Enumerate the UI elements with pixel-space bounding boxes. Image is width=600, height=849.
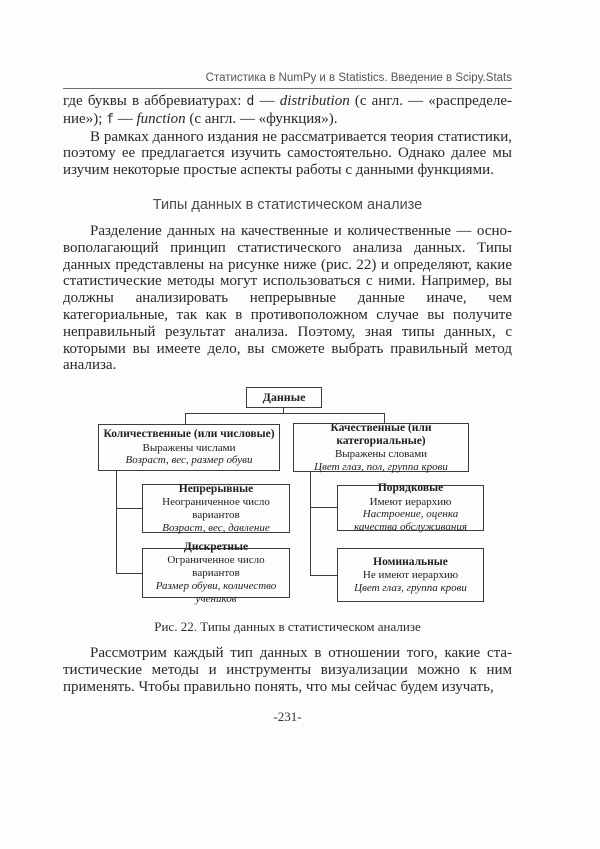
diagram-node-quantitative: Количественные (или числовые) Выражены ч… bbox=[98, 424, 280, 472]
figure-caption: Рис. 22. Типы данных в статистическом ан… bbox=[154, 619, 421, 635]
node-description: Выражены словами bbox=[334, 448, 428, 461]
section-title: Типы данных в статистическом анализе bbox=[152, 196, 423, 213]
connector-line bbox=[185, 413, 385, 415]
node-title: Данные bbox=[262, 389, 306, 404]
paragraph-theory: В рамках данного издания не рассматривае… bbox=[63, 128, 512, 179]
text-run: — bbox=[113, 110, 137, 127]
diagram-node-data: Данные bbox=[246, 387, 322, 409]
node-examples: Настроение, оценка качества обслуживания bbox=[354, 508, 467, 534]
paragraph-abbreviations: где буквы в аббревиатурах: d — distribut… bbox=[63, 93, 512, 129]
paragraph-data-types: Разделение данных на качественные и коли… bbox=[63, 222, 512, 374]
node-description: Выражены числами bbox=[142, 441, 236, 454]
node-description: Ограниченное число вариантов bbox=[167, 554, 265, 580]
connector-line bbox=[310, 575, 337, 577]
text-run: — bbox=[254, 93, 280, 109]
connector-line bbox=[310, 507, 337, 509]
node-examples: Цвет глаз, пол, группа крови bbox=[314, 460, 448, 473]
connector-line bbox=[384, 413, 385, 424]
connector-line bbox=[185, 413, 186, 425]
node-description: Не имеют иерархию bbox=[362, 569, 459, 582]
node-title: Порядковые bbox=[377, 482, 444, 495]
running-header: Статистика в NumPy и в Statistics. Введе… bbox=[63, 72, 512, 89]
node-title: Качественные (или категориальные) bbox=[330, 421, 432, 447]
node-examples: Возраст, вес, давление bbox=[162, 521, 270, 534]
paragraph-outro: Рассмотрим каждый тип данных в отношении… bbox=[63, 645, 512, 695]
connector-line bbox=[116, 471, 117, 575]
diagram-node-qualitative: Качественные (или категориальные) Выраже… bbox=[293, 421, 469, 473]
text-run: (с англ. — «функция»). bbox=[185, 110, 338, 127]
term-distribution: distribution bbox=[279, 93, 350, 109]
diagram-node-ordinal: Порядковые Имеют иерархию Настроение, оц… bbox=[337, 482, 484, 534]
node-title: Количественные (или числовые) bbox=[103, 428, 275, 441]
node-description: Неограниченное число вариантов bbox=[162, 496, 270, 521]
node-title: Непрерывные bbox=[178, 482, 254, 495]
page-number: -231- bbox=[273, 708, 302, 724]
diagram-node-discrete: Дискретные Ограниченное число вариантов … bbox=[142, 541, 290, 605]
connector-line bbox=[283, 408, 284, 415]
text-run: (с англ. — «распределе­ние»); bbox=[63, 93, 513, 127]
node-examples: Цвет глаз, группа крови bbox=[354, 581, 467, 594]
connector-line bbox=[116, 573, 142, 575]
diagram-node-nominal: Номинальные Не имеют иерархию Цвет глаз,… bbox=[337, 548, 484, 603]
node-title: Дискретные bbox=[183, 541, 249, 553]
node-examples: Возраст, вес, размер обуви bbox=[125, 454, 253, 467]
connector-line bbox=[310, 472, 311, 577]
code-letter-d: d bbox=[246, 94, 255, 109]
node-examples: Размер обуви, количество учеников bbox=[155, 579, 277, 605]
figure-diagram: Данные Количественные (или числовые) Выр… bbox=[63, 383, 512, 605]
running-header-title: Статистика в NumPy и в Statistics. Введе… bbox=[205, 72, 512, 84]
node-description: Имеют иерархию bbox=[369, 495, 452, 508]
connector-line bbox=[116, 508, 142, 510]
code-letter-f: f bbox=[106, 111, 114, 127]
text-run: где буквы в аббревиатурах: bbox=[63, 93, 247, 109]
term-function: function bbox=[136, 110, 186, 127]
diagram-node-continuous: Непрерывные Неограниченное число вариант… bbox=[142, 482, 290, 534]
node-title: Номинальные bbox=[373, 555, 448, 568]
